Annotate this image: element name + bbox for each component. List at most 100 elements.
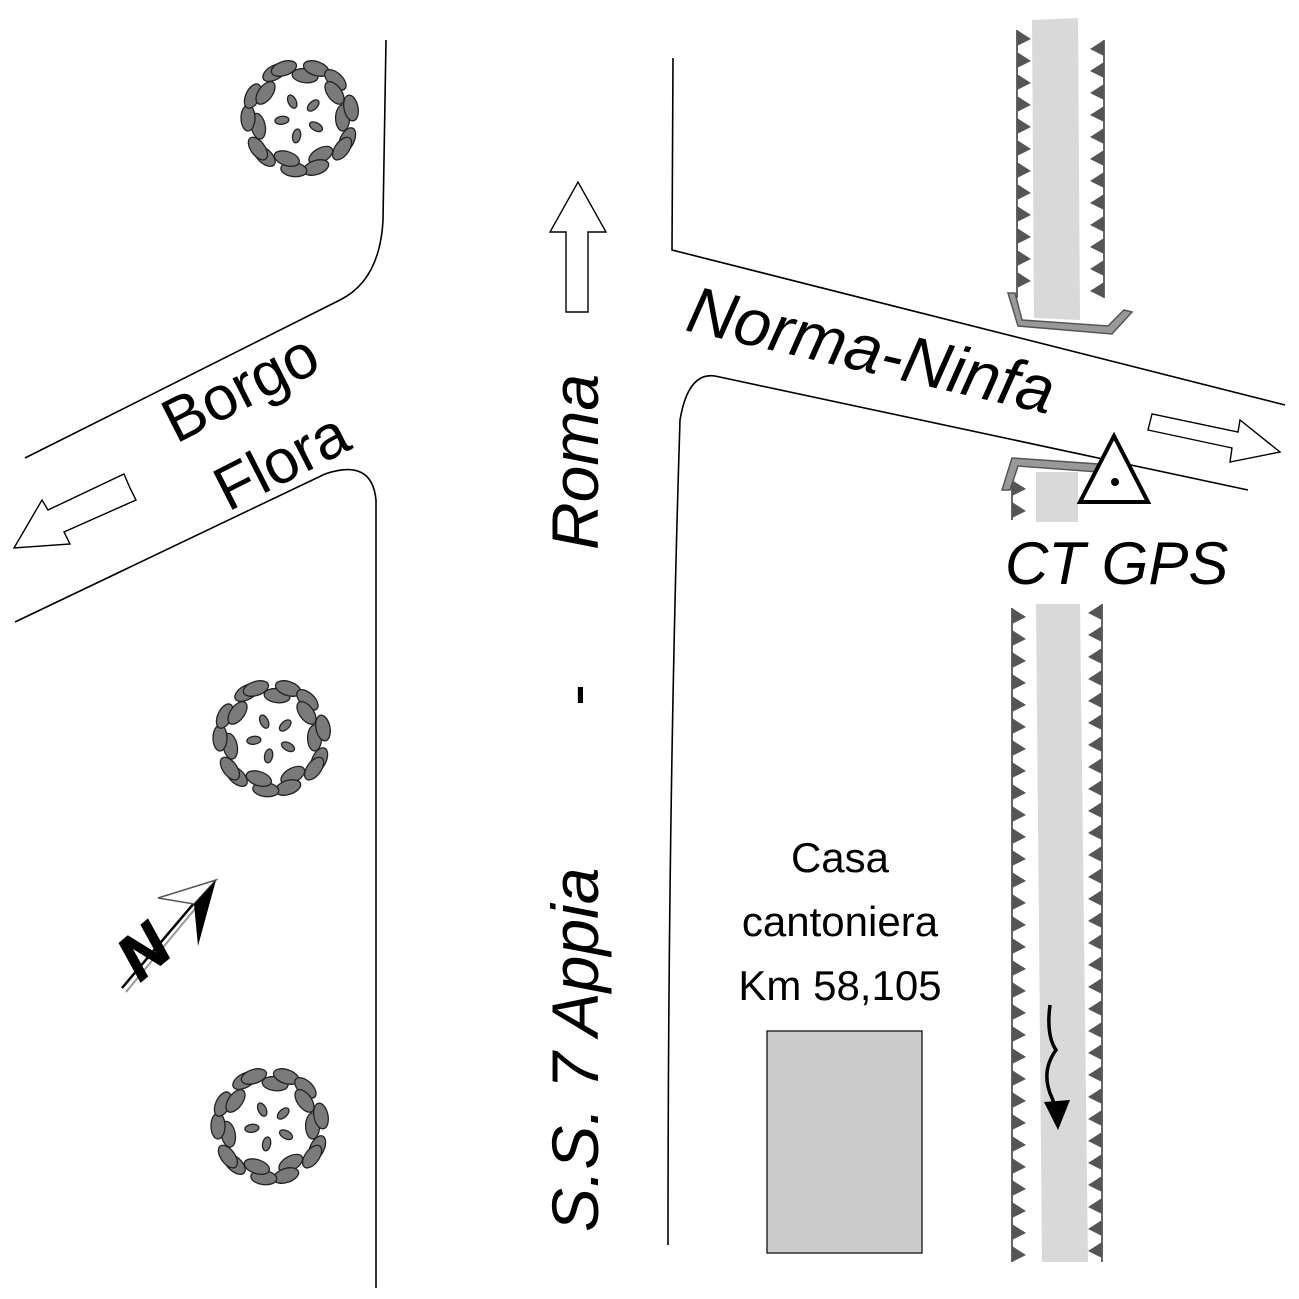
tree-leaf [258,714,270,729]
tree-leaf [243,1158,271,1176]
canal-bank-tooth [1017,30,1031,46]
tree-leaf [303,756,325,781]
tree-leaf [273,150,301,168]
canal-bank-tooth [1012,1136,1026,1152]
canal [1000,18,1134,1262]
canal-bank-tooth [1090,216,1104,232]
canal-water-north [1032,18,1080,320]
tree-leaf [291,128,302,144]
canal-bank-tooth [1088,1066,1102,1082]
tree-leaf [212,724,228,752]
casa-label-line2: cantoniera [742,898,939,945]
norma-ninfa-label: Norma-Ninfa [681,272,1062,428]
canal-bank-tooth [1088,758,1102,774]
appia-road-label: S.S. 7 Appia [538,868,612,1232]
gps-triangle-point-icon [1076,431,1152,504]
canal-bank-tooth [1088,868,1102,884]
canal-bank-tooth [1088,846,1102,862]
canal-bank-tooth [1012,894,1026,910]
canal-bank-tooth [1012,480,1026,496]
canal-bank-tooth [1012,850,1026,866]
canal-banks [1011,30,1105,1262]
bridge-north [1006,292,1134,335]
canal-bank-tooth [1012,806,1026,822]
tree-leaf [247,136,269,161]
canal-bank-tooth [1017,162,1031,178]
canal-bank-tooth [1090,282,1104,298]
tree-leaf [210,1112,226,1140]
canal-bank-tooth [1012,1004,1026,1020]
ct-gps-label: CT GPS [1005,530,1228,597]
canal-bank-tooth [1088,1220,1102,1236]
roads [14,39,1286,1288]
canal-bank-tooth [1088,1132,1102,1148]
canal-bank-tooth [1088,1044,1102,1060]
tree-leaf [242,680,270,697]
roma-label: Roma [538,374,612,550]
canal-bank-tooth [1090,172,1104,188]
canal-bank-tooth [1088,802,1102,818]
canal-bank-tooth [1012,608,1026,624]
water-flow-arrow-icon [1044,1004,1070,1130]
tree-leaf [306,99,320,112]
tree-leaf [261,1136,272,1152]
tree-leaf [315,714,331,742]
canal-bank-tooth [1090,40,1104,56]
tree-leaf [331,136,353,161]
canal-bank-tooth [1012,718,1026,734]
canal-bank-tooth [1012,1158,1026,1174]
tree-leaf [227,700,248,725]
north-arrow-icon: N [104,878,219,994]
canal-bank-tooth [1012,872,1026,888]
canal-bank-tooth [1088,956,1102,972]
canal-bank-tooth [1017,52,1031,68]
canal-bank-tooth [1012,1202,1026,1218]
canal-bank-tooth [1090,260,1104,276]
canal-bank-tooth [1088,780,1102,796]
canal-bank-tooth [1017,206,1031,222]
canal-bank-tooth [1088,1198,1102,1214]
canal-bank-tooth [1090,106,1104,122]
appia-east-edge-south [667,374,1249,1246]
tree-leaf [244,1123,260,1134]
tree-leaf [245,770,273,788]
appia-east-edge-north [671,57,1286,406]
trees [210,60,359,1186]
canal-bank-tooth [1012,1180,1026,1196]
canal-bank-tooth [1012,1114,1026,1130]
canal-bank-tooth [1088,1022,1102,1038]
canal-bank-tooth [1088,824,1102,840]
canal-bank-tooth [1017,96,1031,112]
canal-bank-tooth [1090,128,1104,144]
canal-bank-tooth [1012,960,1026,976]
tree-leaf [313,1102,329,1130]
canal-bank-tooth [1088,736,1102,752]
canal-bank-tooth [1090,194,1104,210]
tree-leaf [225,1088,246,1113]
canal-bank-tooth [1017,184,1031,200]
arrow-east-ninfa-icon [1147,413,1282,463]
arrow-north-roma-icon [548,180,608,313]
canal-bank-tooth [1012,1092,1026,1108]
canal-bank-tooth [1012,1246,1026,1262]
tree-leaf [308,121,324,133]
tree-leaf [263,748,274,764]
canal-bank-tooth [1017,272,1031,288]
tree-leaf [270,60,298,77]
tree-leaf [255,80,276,105]
tree-leaf [286,94,298,109]
canal-bank-tooth [1088,1176,1102,1192]
canal-bank-tooth [1012,916,1026,932]
canal-bank-tooth [1017,118,1031,134]
canal-bank-tooth [1088,1088,1102,1104]
road-separator-dash: - [538,684,612,706]
canal-bank-tooth [1088,692,1102,708]
arrow-west-borgo-icon [12,473,137,549]
canal-bank-tooth [1088,714,1102,730]
canal-bank-tooth [1017,250,1031,266]
canal-bank-tooth [1012,828,1026,844]
tree-icon [212,680,331,798]
tree-leaf [294,1088,315,1113]
canal-bank-tooth [1012,502,1026,518]
borgo-flora-road-north-edge [24,39,387,459]
